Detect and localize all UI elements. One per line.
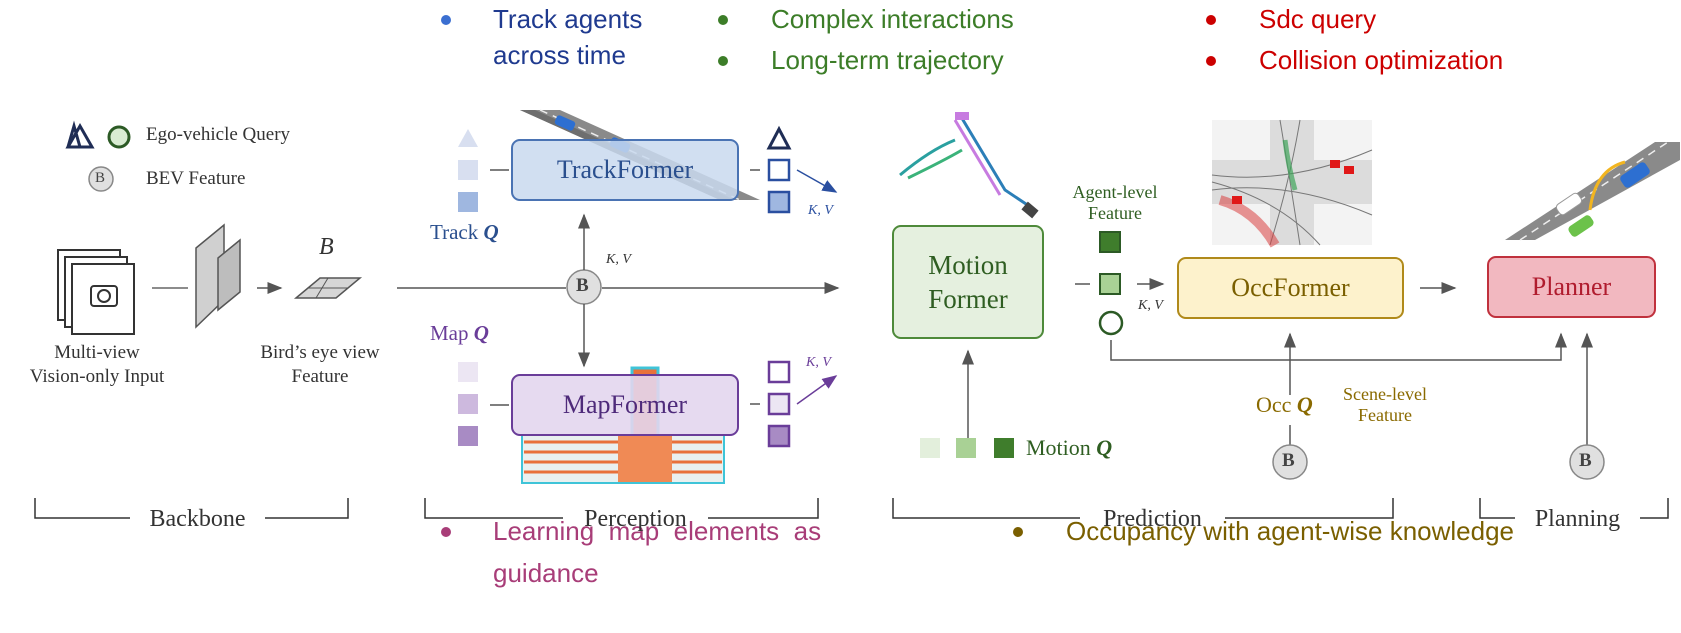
mapformer-box [511, 374, 739, 436]
motion-highlight-1: Complex interactions [771, 4, 1014, 34]
bullet-dot [441, 15, 451, 25]
kv-label-main: K, V [606, 252, 631, 267]
track-output-square [767, 190, 791, 214]
backbone-cnn-icon [195, 223, 241, 329]
track-output-square [767, 158, 791, 182]
track-query-triangle-icon [458, 129, 478, 147]
stage-planning: Planning [1534, 506, 1621, 532]
kv-label-occ: K, V [1138, 298, 1163, 313]
bullet-dot [441, 527, 451, 537]
trackformer-box [511, 139, 739, 201]
input-label-line2: Vision-only Input [29, 366, 165, 387]
bullet-dot [1206, 15, 1216, 25]
map-highlight-line2: guidance [493, 558, 599, 588]
stage-perception: Perception [584, 506, 687, 532]
plan-highlight-2: Collision optimization [1259, 45, 1504, 75]
motion-query-square [920, 438, 940, 458]
ego-circle-icon [107, 125, 131, 149]
agent-feature-line2: Feature [1088, 203, 1142, 223]
plan-highlight-1: Sdc query [1259, 4, 1377, 34]
mapformer-label: MapFormer [562, 390, 688, 419]
map-query-square [458, 426, 478, 446]
legend-ego-query: Ego-vehicle Query [146, 124, 291, 145]
map-query-square [458, 394, 478, 414]
occ-q-label: Occ Q [1256, 392, 1313, 417]
track-output-triangle-icon [766, 125, 792, 150]
map-query-square [458, 362, 478, 382]
map-output-square [767, 360, 791, 384]
track-query-square [458, 160, 478, 180]
legend-bev-feature: BEV Feature [146, 168, 246, 189]
planner-box [1487, 256, 1656, 318]
map-highlight-line1: Learning map elements as [493, 516, 822, 546]
track-highlight-line1: Track agents [493, 4, 643, 34]
motion-query-square [956, 438, 976, 458]
map-output-square [767, 392, 791, 416]
motion-query-square [994, 438, 1014, 458]
camera-stack-icon [57, 249, 135, 335]
scene-feature-line1: Scene-level [1343, 384, 1427, 404]
bev-b-icon [1272, 444, 1308, 480]
map-q-label: Map Q [430, 321, 489, 345]
bev-b-label: B [319, 234, 334, 260]
bev-b-icon [88, 166, 114, 192]
input-label-line1: Multi-view [54, 342, 140, 363]
bullet-dot [1206, 56, 1216, 66]
bullet-dot [718, 56, 728, 66]
kv-label-map: K, V [806, 355, 831, 370]
bev-label-line2: Feature [291, 366, 349, 387]
scene-feature-line2: Feature [1358, 405, 1412, 425]
occformer-label: OccFormer [1231, 273, 1350, 302]
bev-label-line1: Bird’s eye view [260, 342, 380, 363]
legend-b-symbol: B [95, 170, 106, 186]
occformer-box [1177, 257, 1404, 319]
bev-b-icon [1569, 444, 1605, 480]
bullet-dot [718, 15, 728, 25]
b-symbol-main: B [576, 275, 589, 296]
motion-q-label: Motion Q [1026, 435, 1113, 460]
agent-feature-square [1099, 273, 1121, 295]
b-symbol-plan: B [1579, 450, 1592, 471]
bullet-dot [1013, 527, 1023, 537]
motion-highlight-2: Long-term trajectory [771, 45, 1004, 75]
trackformer-label: TrackFormer [556, 155, 694, 184]
occupancy-scene-image [1211, 119, 1373, 248]
agent-feature-circle-icon [1098, 310, 1124, 336]
agent-feature-line1: Agent-level [1072, 182, 1158, 202]
stage-backbone: Backbone [149, 506, 246, 532]
track-query-square [458, 192, 478, 212]
kv-label-track: K, V [808, 203, 833, 218]
motionformer-box [892, 225, 1044, 339]
occ-highlight: Occupancy with agent-wise knowledge [1066, 516, 1515, 546]
stage-prediction: Prediction [1103, 506, 1202, 532]
stage-brackets [34, 498, 1669, 519]
b-symbol-occ: B [1282, 450, 1295, 471]
planning-scene-image [1505, 141, 1680, 241]
map-output-square [767, 424, 791, 448]
planner-label: Planner [1531, 272, 1612, 301]
motion-trajectory-image [899, 112, 1039, 219]
agent-feature-square [1099, 231, 1121, 253]
ego-triangle-icon [65, 122, 95, 149]
track-highlight-line2: across time [493, 40, 626, 70]
track-q-label: Track Q [430, 220, 499, 244]
